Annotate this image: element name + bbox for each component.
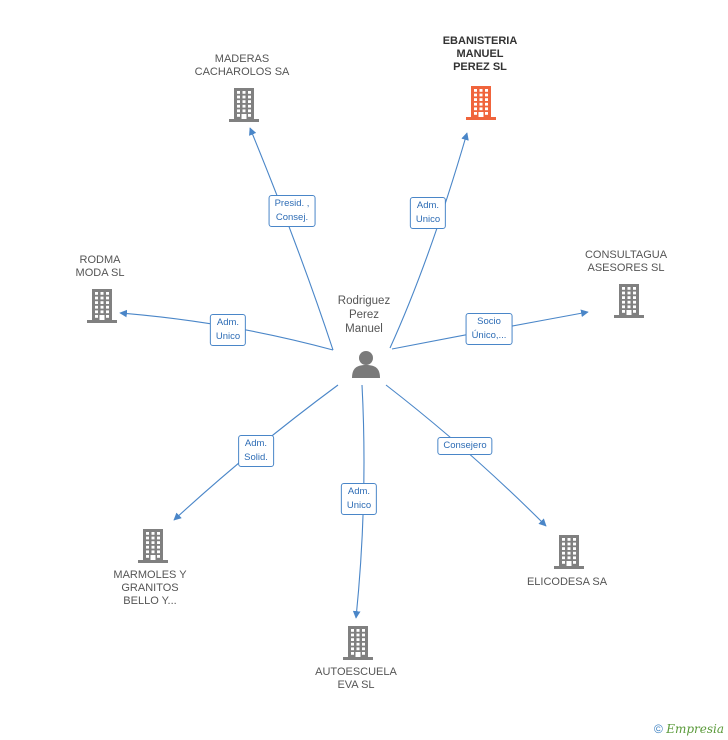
brand-logo-text: Empresia <box>666 722 724 736</box>
relation-label-maderas: Presid. , Consej. <box>268 195 316 227</box>
building-icon[interactable] <box>229 88 259 127</box>
center-person-name[interactable]: Rodriguez Perez Manuel <box>337 295 391 335</box>
relation-label-autoescuela: Adm. Unico <box>340 483 378 515</box>
relation-label-consultagua: Socio Único,... <box>465 313 513 345</box>
relation-label-marmoles: Adm. Solid. <box>238 435 274 467</box>
building-icon[interactable] <box>343 626 373 665</box>
company-name-consultagua[interactable]: CONSULTAGUA ASESORES SL <box>584 249 668 274</box>
relation-label-ebanisteria: Adm. Unico <box>409 197 447 229</box>
building-icon[interactable] <box>138 529 168 568</box>
company-name-ebanisteria[interactable]: EBANISTERIA MANUEL PEREZ SL <box>442 35 518 73</box>
edge-elicodesa <box>385 384 547 527</box>
company-name-autoescuela[interactable]: AUTOESCUELA EVA SL <box>315 666 397 691</box>
footer-brand: © Empresia <box>654 722 724 736</box>
building-icon[interactable] <box>554 535 584 574</box>
edge-maderas <box>249 127 334 351</box>
building-icon[interactable] <box>87 289 117 328</box>
building-icon[interactable] <box>466 86 496 125</box>
company-name-marmoles[interactable]: MARMOLES Y GRANITOS BELLO Y... <box>113 569 187 607</box>
relation-label-rodma: Adm. Unico <box>209 314 247 346</box>
company-name-maderas[interactable]: MADERAS CACHAROLOS SA <box>194 53 290 78</box>
relation-label-elicodesa: Consejero <box>437 437 493 455</box>
copyright-symbol: © <box>654 722 663 736</box>
building-icon[interactable] <box>614 284 644 323</box>
company-name-elicodesa[interactable]: ELICODESA SA <box>526 576 608 588</box>
edge-ebanisteria <box>389 132 469 349</box>
company-name-rodma[interactable]: RODMA MODA SL <box>75 254 125 279</box>
person-icon[interactable] <box>351 349 381 384</box>
